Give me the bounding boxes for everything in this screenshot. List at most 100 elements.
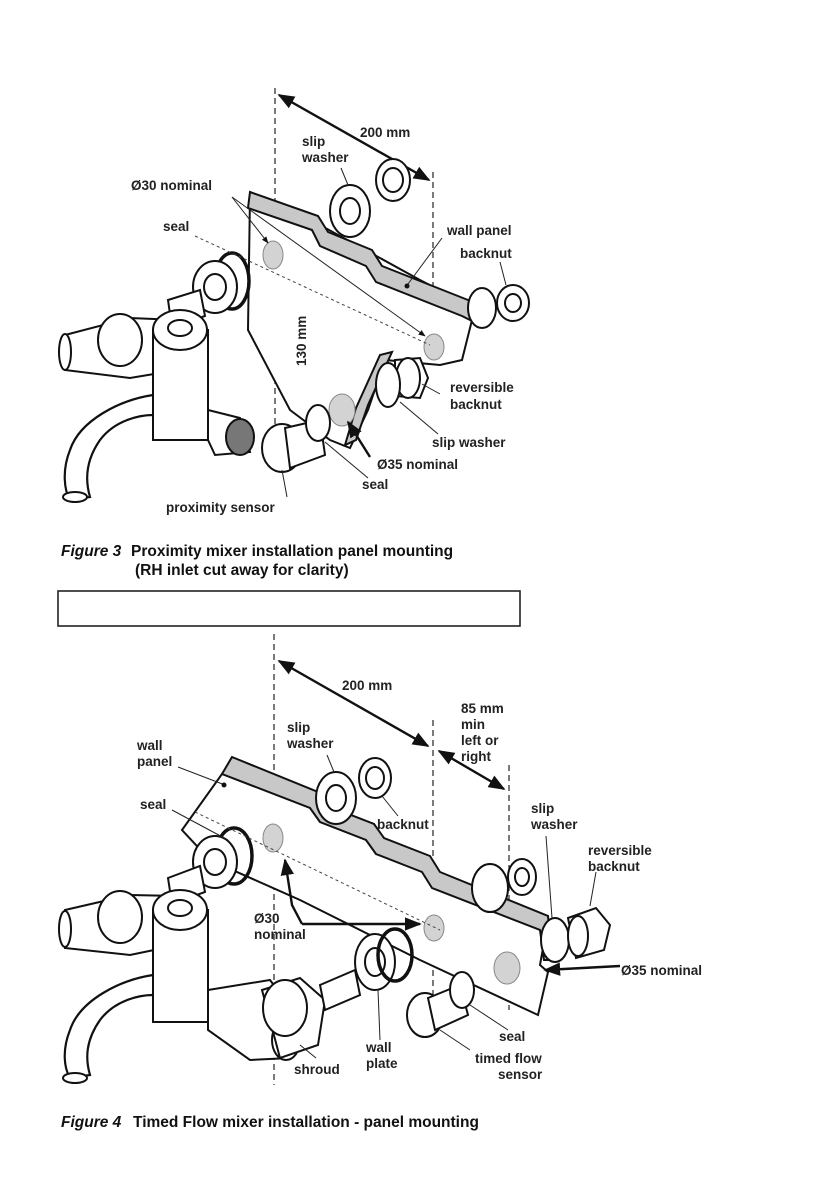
leader-reversible-backnut	[421, 383, 441, 395]
label-wall-panel: wall panel	[446, 223, 512, 238]
label-wall-4-2: panel	[137, 754, 172, 769]
wall-plate-seal	[376, 927, 414, 983]
seal-ring-right-4	[449, 971, 475, 1009]
wall-panel-edge-4	[220, 755, 554, 961]
label-reversible-2: backnut	[450, 397, 502, 412]
backnut-right-hole	[504, 293, 522, 313]
label-o30-4-2: nominal	[254, 927, 306, 942]
hole-30-left-4	[262, 823, 284, 853]
label-200mm: 200 mm	[360, 125, 410, 140]
label-rev-4-2: backnut	[588, 859, 640, 874]
mixer-arm-collar-4	[97, 890, 143, 944]
figure-3-caption-line1: Proximity mixer installation panel mount…	[131, 543, 453, 560]
label-seal-lower: seal	[362, 477, 388, 492]
figure-4-number: Figure 4	[61, 1114, 122, 1131]
slip-washer-4-hole	[325, 784, 347, 812]
inlet-plate-hole	[203, 273, 227, 301]
spout-outlet	[62, 491, 88, 503]
backnut-4-hole	[365, 766, 385, 790]
spout-outlet-4	[62, 1072, 88, 1084]
empty-note-box	[57, 590, 521, 627]
leader-wall-panel	[407, 237, 443, 285]
label-timed-flow-4-2: sensor	[498, 1067, 543, 1082]
label-slip-right-4-2: washer	[530, 817, 578, 832]
hole-35	[328, 393, 356, 427]
label-wall-plate-4-1: wall	[365, 1040, 392, 1055]
dimension-arrow-200-4	[277, 659, 430, 748]
label-slip-1: slip	[302, 134, 325, 149]
leader-o30-b	[231, 196, 426, 337]
label-seal-right-4: seal	[499, 1029, 525, 1044]
label-slip-2: washer	[301, 150, 349, 165]
arrow-o35	[346, 420, 372, 458]
mixer-spout	[63, 393, 154, 502]
label-85-2: min	[461, 717, 485, 732]
label-backnut-4: backnut	[377, 817, 429, 832]
reversible-backnut-4-face	[567, 915, 589, 957]
leader-shroud-4	[299, 1044, 317, 1059]
wall-panel-dot	[404, 283, 410, 289]
label-85-1: 85 mm	[461, 701, 504, 716]
label-o35-4: Ø35 nominal	[621, 963, 702, 978]
inlet-plate-4-hole	[203, 848, 227, 876]
figure-3-caption-line2: (RH inlet cut away for clarity)	[135, 562, 349, 579]
label-o30-4-1: Ø30	[254, 911, 280, 926]
hole-30-right-4	[423, 914, 445, 942]
label-slip-right-4-1: slip	[531, 801, 554, 816]
slip-washer-lower	[375, 362, 401, 408]
label-85-3: left or	[461, 733, 499, 748]
hole-35-4	[493, 951, 521, 985]
leader-seal-lower	[324, 441, 369, 479]
mixer-arm-end	[58, 333, 72, 371]
leader-slip-washer-4	[326, 754, 335, 773]
label-backnut: backnut	[460, 246, 512, 261]
hole-30-right	[423, 333, 445, 361]
mixer-arm-end-4	[58, 910, 72, 948]
backnut-top-hole	[382, 167, 404, 193]
leader-backnut	[499, 261, 507, 286]
label-seal: seal	[163, 219, 189, 234]
label-slip-4-2: washer	[286, 736, 334, 751]
wall-plate-thread	[318, 968, 362, 1012]
leader-reversible-backnut-4	[589, 871, 597, 907]
figure-3: 200 mm slip washer Ø30 nominal seal wall…	[58, 88, 530, 579]
axis-dotted-top	[194, 235, 431, 346]
label-reversible-1: reversible	[450, 380, 514, 395]
sensor-window	[225, 418, 255, 456]
label-wall-4-1: wall	[136, 738, 163, 753]
leader-slip-washer	[340, 167, 349, 186]
label-rev-4-1: reversible	[588, 843, 652, 858]
arrow-o30-a-4	[280, 858, 304, 925]
slip-washer-right-4	[540, 917, 570, 963]
label-proximity-sensor: proximity sensor	[166, 500, 276, 515]
hole-30-left	[262, 240, 284, 270]
slip-washer-top-hole	[339, 197, 361, 225]
leader-seal-left-4	[171, 809, 229, 841]
label-85-4: right	[461, 749, 491, 764]
leader-wall-plate-4	[377, 989, 381, 1041]
label-shroud-4: shroud	[294, 1062, 340, 1077]
label-o35-nominal: Ø35 nominal	[377, 457, 458, 472]
label-200mm-4: 200 mm	[342, 678, 392, 693]
arrow-o35-4	[543, 962, 621, 976]
figure-3-number: Figure 3	[61, 543, 122, 560]
mixer-body-top-4-hole	[167, 899, 193, 917]
dimension-arrow-85-4	[437, 749, 506, 791]
leader-slip-washer-right-4	[545, 835, 553, 919]
label-o30-nominal: Ø30 nominal	[131, 178, 212, 193]
label-slip-washer-lower: slip washer	[432, 435, 506, 450]
wall-panel-dot-4	[221, 782, 227, 788]
leader-o30-a	[231, 196, 269, 244]
leader-wall-panel-4	[177, 766, 226, 786]
leader-backnut-4	[381, 795, 399, 817]
label-wall-plate-4-2: plate	[366, 1056, 398, 1071]
leader-slip-washer-lower	[399, 401, 439, 435]
label-slip-4-1: slip	[287, 720, 310, 735]
label-130mm: 130 mm	[294, 316, 309, 366]
slip-washer-right	[467, 287, 497, 329]
shroud-face	[262, 979, 308, 1037]
figure-4: 200 mm 85 mm min left or right slip wash…	[58, 634, 702, 1131]
figure-4-caption: Timed Flow mixer installation - panel mo…	[133, 1114, 479, 1131]
mixer-arm-collar	[97, 313, 143, 367]
